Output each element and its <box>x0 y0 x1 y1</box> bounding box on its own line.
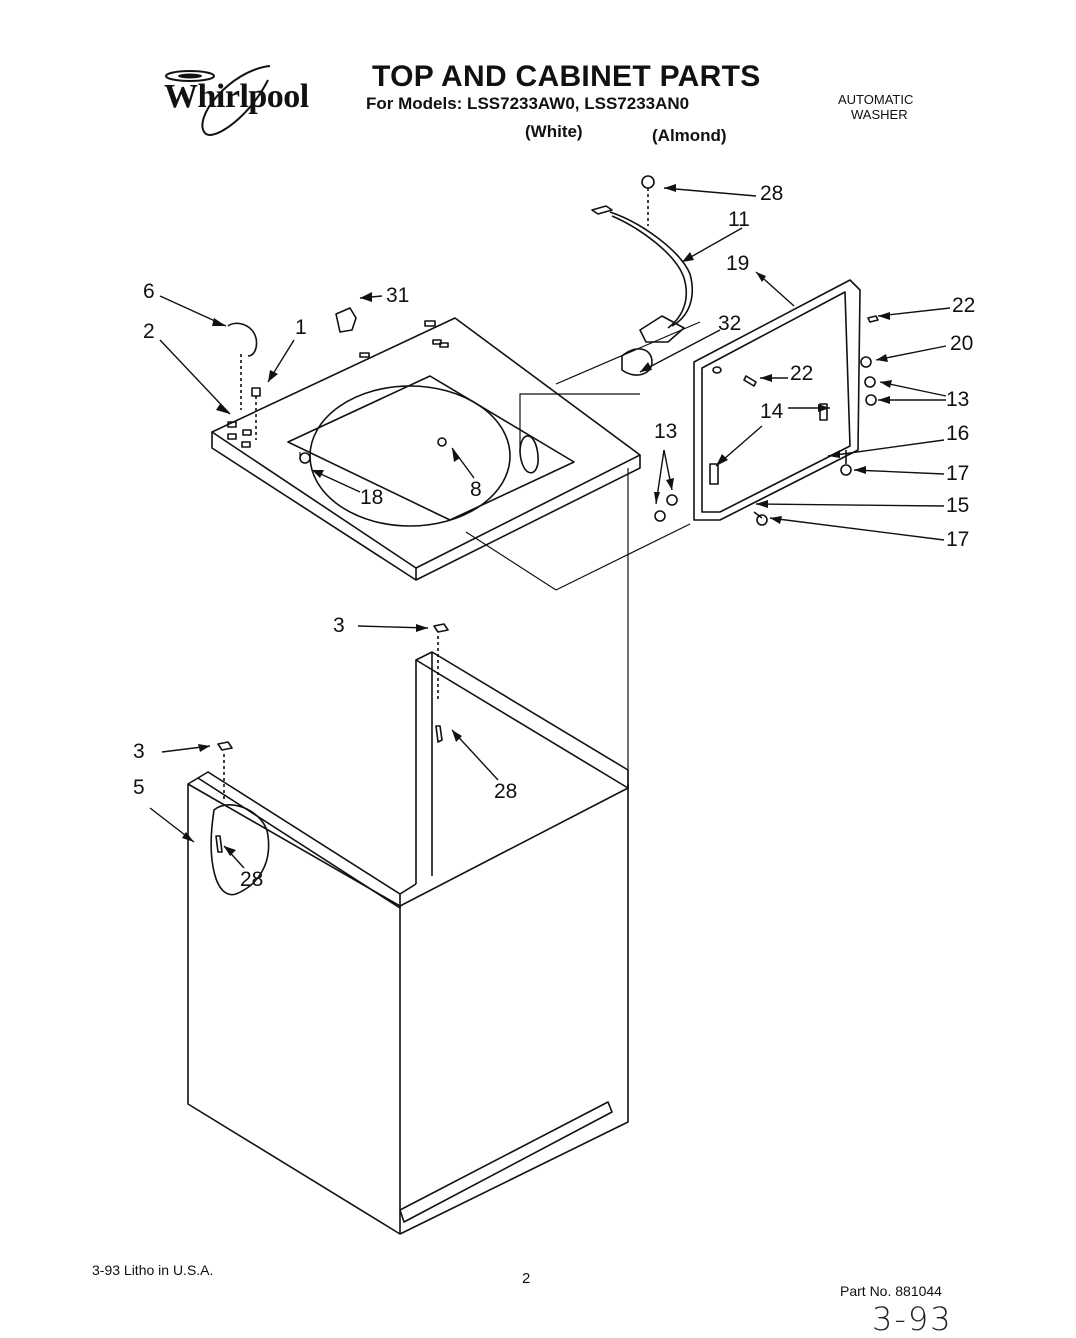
cabinet-top <box>212 318 640 580</box>
whirlpool-logo: Whirlpool <box>150 60 320 140</box>
callout-label: 32 <box>718 312 742 335</box>
callout-label: 31 <box>386 284 410 307</box>
callout-label: 6 <box>143 280 155 303</box>
models-line: For Models: LSS7233AW0, LSS7233AN0 <box>366 94 690 113</box>
color-almond-label: (Almond) <box>652 126 727 145</box>
callout-label: 5 <box>133 776 145 799</box>
callout-label: 2 <box>143 320 155 343</box>
color-white-label: (White) <box>525 122 583 141</box>
callout-label: 17 <box>946 528 970 551</box>
callout-label: 13 <box>654 420 678 443</box>
callout-label: 11 <box>728 208 750 231</box>
callout-label: 20 <box>950 332 974 355</box>
litho-note: 3-93 Litho in U.S.A. <box>92 1262 214 1278</box>
callout-label: 15 <box>946 494 970 517</box>
callout-label: 14 <box>760 400 784 423</box>
callout-label: 18 <box>360 486 384 509</box>
callout-label: 19 <box>726 252 750 275</box>
arrowheads <box>182 184 892 856</box>
callout-label: 3 <box>333 614 345 637</box>
callout-label: 22 <box>952 294 976 317</box>
callout-label: 16 <box>946 422 970 445</box>
callout-label: 22 <box>790 362 814 385</box>
assembly-lines <box>300 322 700 790</box>
callout-label: 28 <box>494 780 518 803</box>
callout-label: 13 <box>946 388 970 411</box>
callout-label: 17 <box>946 462 970 485</box>
callout-label: 28 <box>240 868 264 891</box>
callout-label: 3 <box>133 740 145 763</box>
appliance-type-line1: AUTOMATIC <box>838 92 914 107</box>
handwritten-date: 3-93 <box>872 1300 953 1338</box>
control-panel <box>654 280 878 526</box>
callout-label: 28 <box>760 182 784 205</box>
part-number: Part No. 881044 <box>840 1283 942 1299</box>
cabinet <box>188 624 628 1234</box>
page-number: 2 <box>522 1270 531 1287</box>
brand-name: Whirlpool <box>164 78 309 115</box>
lid-switch-harness <box>228 175 692 440</box>
callout-label: 1 <box>295 316 307 339</box>
appliance-type-line2: WASHER <box>851 107 908 122</box>
page-title: TOP AND CABINET PARTS <box>372 60 761 93</box>
logo-swoosh <box>150 60 320 140</box>
callout-label: 8 <box>470 478 482 501</box>
